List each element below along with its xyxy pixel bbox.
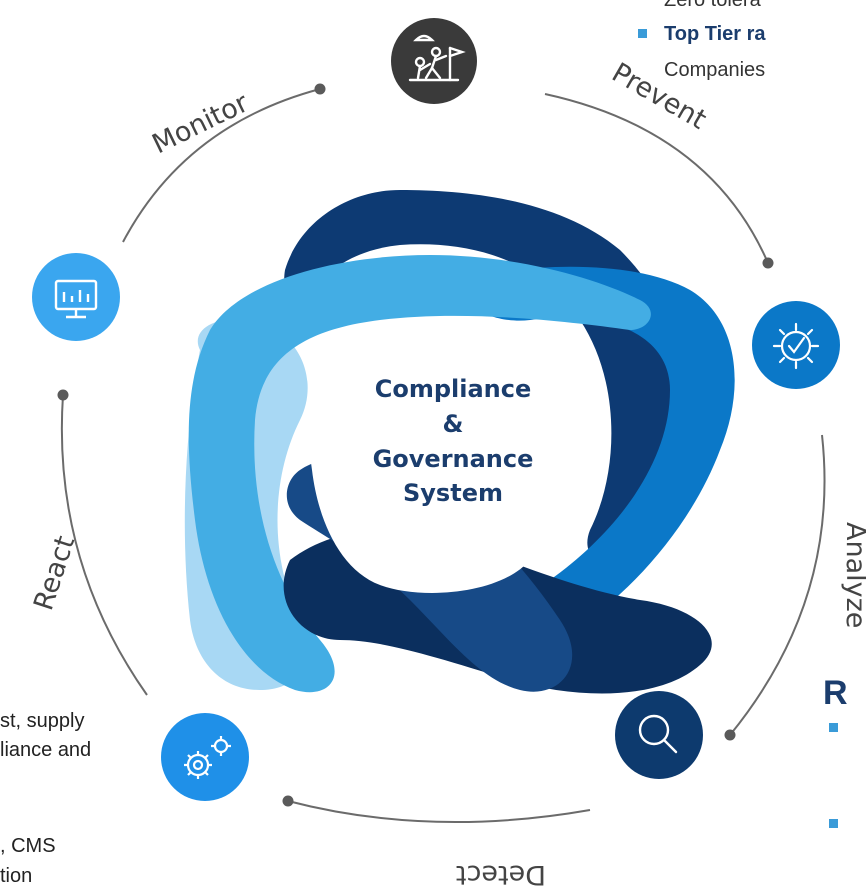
left-text-line: , CMS — [0, 835, 56, 857]
search-icon — [615, 691, 703, 779]
arc-react — [60, 394, 148, 696]
arc-dot — [314, 83, 326, 95]
gears-icon — [161, 713, 249, 801]
arc-detect — [287, 800, 591, 824]
arc-monitor — [122, 88, 321, 243]
left-text-line: liance and — [0, 739, 92, 761]
left-text-line: st, supply — [0, 710, 85, 732]
top-right-bold-text: Top Tier ra — [664, 23, 766, 45]
top-right-text-line: Companies — [664, 59, 766, 81]
label-analyze: Analyze — [840, 522, 866, 628]
right-heading: R — [823, 674, 848, 712]
gear-check-icon — [752, 301, 840, 389]
bullet — [829, 723, 838, 732]
cycle-dots — [57, 83, 774, 807]
left-text-line: tion — [0, 865, 33, 887]
arc-dot — [282, 795, 294, 807]
arc-analyze — [729, 434, 826, 736]
label-react: React — [28, 532, 81, 614]
arc-dot — [762, 257, 774, 269]
label-monitor: Monitor — [147, 87, 254, 160]
center-title-line: System — [403, 479, 503, 508]
center-window — [307, 334, 586, 593]
stage-icons — [32, 18, 840, 801]
center-title-line: Compliance — [374, 375, 532, 403]
center-title: Compliance & Governance System — [330, 372, 576, 511]
cycle-arcs — [60, 88, 826, 824]
arc-dot — [724, 729, 736, 741]
top-right-text-line: Zero tolera — [664, 0, 761, 11]
monitor-chart-icon — [32, 253, 120, 341]
ribbon-light — [188, 255, 651, 693]
bullet — [829, 819, 838, 828]
label-detect: Detect — [456, 859, 546, 890]
arc-prevent — [544, 93, 769, 264]
arc-dot — [57, 389, 69, 401]
bullet — [638, 29, 647, 38]
center-title-line: Governance — [372, 444, 534, 473]
ribbon-knot — [184, 190, 735, 694]
ribbon-mid-right — [458, 266, 735, 661]
center-title-line: & — [442, 409, 464, 438]
climbing-team-icon — [391, 18, 477, 104]
